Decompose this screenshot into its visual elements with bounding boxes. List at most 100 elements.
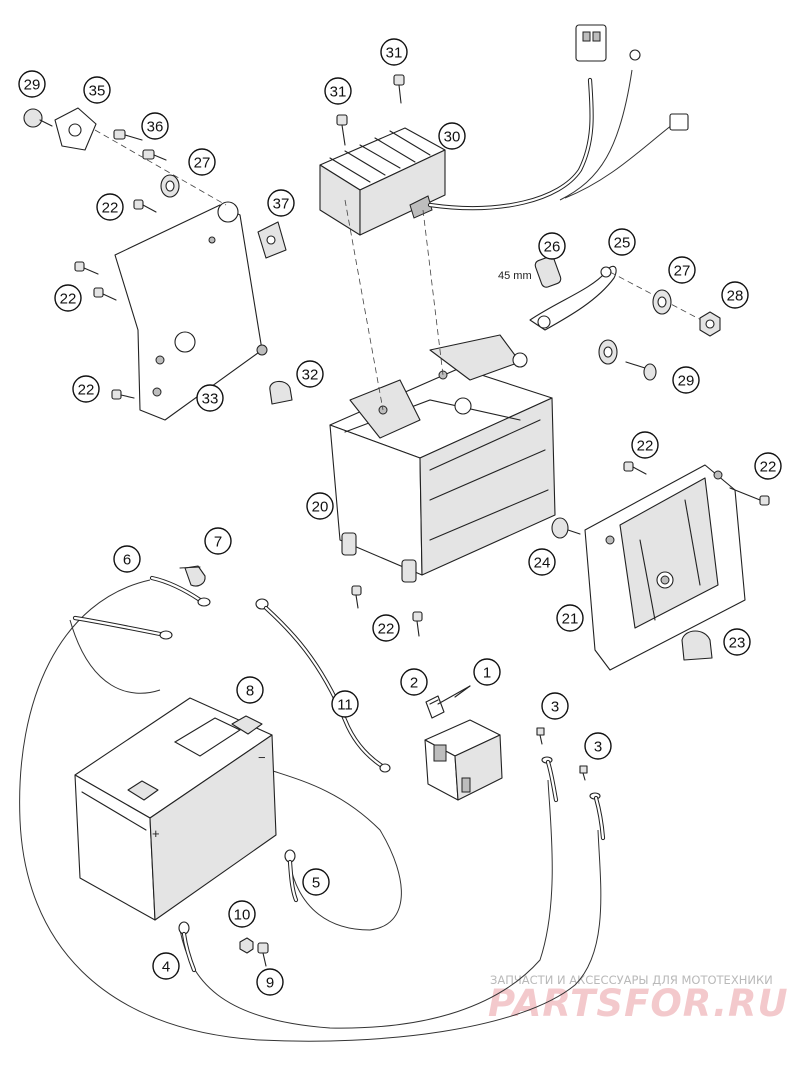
callout-3b-circle: [584, 732, 612, 760]
callout-28: 28: [721, 281, 749, 309]
starter-relay-1: [424, 719, 503, 801]
bumper-24: [551, 517, 581, 539]
callout-3a: 3: [541, 692, 569, 720]
callout-26: 26: [538, 232, 566, 260]
callout-27a: 27: [188, 148, 216, 176]
callout-22e-label: 22: [760, 459, 777, 476]
callout-35-circle: [83, 76, 111, 104]
callout-27b: 27: [668, 256, 696, 284]
callout-24-label: 24: [534, 555, 551, 572]
watermark-tagline: ЗАПЧАСТИ И АКСЕССУАРЫ ДЛЯ МОТОТЕХНИКИ: [490, 973, 773, 987]
callout-22c: 22: [72, 375, 100, 403]
callout-32-label: 32: [302, 367, 319, 384]
holder-21: [584, 464, 746, 671]
callout-22f: 22: [372, 614, 400, 642]
callout-24-circle: [528, 548, 556, 576]
callout-31a: 31: [324, 77, 352, 105]
callout-29a: 29: [18, 70, 46, 98]
callout-1-label: 1: [483, 665, 491, 682]
callout-37: 37: [267, 189, 295, 217]
callout-21: 21: [556, 604, 584, 632]
callout-33-label: 33: [202, 391, 219, 408]
callout-36-circle: [141, 112, 169, 140]
callout-31b-circle: [380, 38, 408, 66]
callout-8: 8: [236, 676, 264, 704]
callout-4-label: 4: [162, 959, 170, 976]
callout-31a-circle: [324, 77, 352, 105]
callout-22f-circle: [372, 614, 400, 642]
callout-35: 35: [83, 76, 111, 104]
callout-11: 11: [331, 690, 359, 718]
callout-22a-circle: [96, 193, 124, 221]
callout-20-circle: [306, 492, 334, 520]
callout-37-label: 37: [273, 196, 290, 213]
callout-22b: 22: [54, 284, 82, 312]
fuse-2: [425, 695, 445, 719]
callout-29b-label: 29: [678, 373, 695, 390]
callout-20: 20: [306, 492, 334, 520]
callout-23-circle: [723, 628, 751, 656]
screw-22d: [623, 461, 647, 475]
regulator-harness: [427, 24, 689, 211]
callout-3a-circle: [541, 692, 569, 720]
battery-cable-6b: [72, 615, 173, 640]
regulator-30: [319, 127, 446, 236]
callout-3b-label: 3: [594, 739, 602, 756]
callout-33-circle: [196, 384, 224, 412]
callout-20-label: 20: [312, 499, 329, 516]
screw-3b: [579, 765, 588, 781]
callout-27a-circle: [188, 148, 216, 176]
battery-side: [149, 734, 277, 921]
callout-33: 33: [196, 384, 224, 412]
callout-7-label: 7: [214, 534, 222, 551]
callout-26-label: 26: [544, 239, 561, 256]
clip-32: [269, 380, 293, 405]
callout-layer: 1233456789101120212222222222222324252627…: [18, 38, 782, 996]
bracket-33: [114, 201, 268, 421]
callout-5-circle: [302, 868, 330, 896]
callout-29a-label: 29: [24, 77, 41, 94]
battery-minus-mark: −: [258, 750, 266, 765]
screw-36: [113, 129, 167, 161]
screw-22c: [111, 389, 135, 400]
callout-27a-label: 27: [194, 155, 211, 172]
watermark: ЗАПЧАСТИ И АКСЕССУАРЫ ДЛЯ МОТОТЕХНИКИ PA…: [488, 973, 788, 1025]
plate-35: [54, 107, 97, 151]
callout-11-label: 11: [337, 697, 353, 714]
callout-31a-label: 31: [330, 84, 347, 101]
callout-9-circle: [256, 968, 284, 996]
battery-8: + −: [74, 697, 277, 921]
callout-9-label: 9: [266, 975, 274, 992]
callout-11-circle: [331, 690, 359, 718]
callout-23: 23: [723, 628, 751, 656]
battery-cable-4: [178, 921, 197, 973]
screw-29a: [23, 108, 53, 128]
nut-28: [699, 311, 721, 337]
battery-box-20: [329, 334, 556, 583]
callout-31b-label: 31: [386, 45, 403, 62]
battery-plus-mark: +: [152, 826, 160, 841]
callout-22e-circle: [754, 452, 782, 480]
callout-32: 32: [296, 360, 324, 388]
callout-22c-label: 22: [78, 382, 95, 399]
bracket-25: [529, 265, 617, 331]
callout-9: 9: [256, 968, 284, 996]
callout-30-label: 30: [444, 129, 461, 146]
screw-9: [257, 942, 269, 967]
callout-29a-circle: [18, 70, 46, 98]
callout-27b-circle: [668, 256, 696, 284]
callout-21-label: 21: [562, 611, 579, 628]
terminal-cap-7: [179, 565, 206, 587]
grommet-27a: [160, 174, 180, 198]
callout-3b: 3: [584, 732, 612, 760]
callout-4-circle: [152, 952, 180, 980]
callout-6: 6: [113, 545, 141, 573]
callout-22b-circle: [54, 284, 82, 312]
battery-cable-5: [284, 849, 299, 903]
callout-5-label: 5: [312, 875, 320, 892]
callout-25: 25: [608, 228, 636, 256]
battery-cable-6: [149, 575, 211, 607]
callout-5: 5: [302, 868, 330, 896]
screw-3a: [536, 727, 545, 745]
